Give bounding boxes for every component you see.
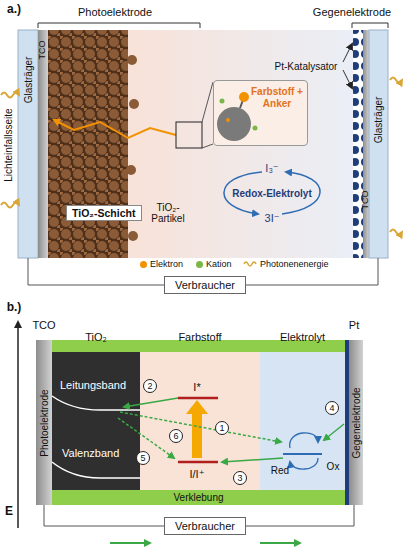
tco-band: TCOPhotoelektrode [36, 340, 52, 505]
counter-electrode-band: PtGegenelektrode [345, 340, 363, 505]
load-box: Verbraucher [164, 276, 246, 294]
legend-swatch [196, 261, 203, 268]
part-name: Lichteinfallsseite [3, 108, 14, 181]
part-name: TCO [38, 41, 48, 60]
ion-label: 3I⁻ [265, 212, 280, 224]
part-name: Photoelektrode [78, 6, 152, 18]
node-text: Verklebung [52, 490, 345, 505]
axis-label: E [5, 505, 13, 518]
part-name: Pt-Katalysator [275, 61, 338, 72]
panel-letter: a.) [7, 3, 21, 16]
legend-text: Elektron [150, 259, 183, 269]
node-text: Photoelektrode [39, 389, 50, 456]
node-text: Pt [349, 319, 359, 331]
part-name: Glasträger [373, 97, 384, 144]
callout-number: 5 [136, 451, 150, 465]
layer-label-box: TiO₂-Schicht [66, 205, 142, 221]
node-text: Valenzband [62, 447, 119, 459]
node-text: Elektrolyt [280, 331, 325, 343]
node-text: TiO₂-Schicht [72, 207, 136, 219]
callout-number: 1 [215, 421, 229, 435]
wire [44, 505, 164, 526]
panel-letter: b.) [7, 301, 22, 314]
level-label: Red [271, 465, 289, 476]
node-text: Verbraucher [175, 520, 235, 532]
level-label: I* [193, 381, 200, 393]
legend-sample-space [244, 261, 260, 268]
ion-label: I₃⁻ [265, 162, 278, 174]
callout-number: 6 [169, 429, 183, 443]
load-box: Verbraucher [164, 517, 246, 535]
node-text: Farbstoff + Anker [250, 86, 304, 109]
node-text: TCO [32, 319, 55, 331]
legend-item: Kation [196, 258, 232, 270]
level-label: I/I⁺ [190, 468, 205, 480]
callout-number: 3 [233, 471, 247, 485]
node-text: Farbstoff [178, 331, 221, 343]
node-text: TiO₂ [85, 331, 107, 343]
callout-number: 4 [325, 401, 339, 415]
wire [246, 505, 354, 526]
part-name: Gegenelektrode [313, 6, 391, 18]
part-name: TiO₂-Partikel [144, 202, 192, 224]
legend-item: Photonenenergie [244, 258, 329, 270]
legend-item: Elektron [140, 258, 183, 270]
tio2-region: TiO₂LeitungsbandValenzband [52, 352, 140, 490]
legend-text: Photonenenergie [260, 259, 329, 269]
sealing-bar: Verklebung [52, 490, 345, 505]
zoom-inset: Farbstoff + Anker [213, 80, 308, 146]
level-label: Ox [327, 461, 340, 472]
part-name: Glasträger [23, 57, 34, 104]
legend-text: Kation [206, 259, 232, 269]
part-name: Redox-Elektrolyt [232, 188, 311, 199]
callout-number: 2 [143, 379, 157, 393]
legend-swatch [140, 261, 147, 268]
node-text: Leitungsband [60, 379, 126, 391]
part-name: TCO [361, 191, 371, 210]
node-text: Verbraucher [175, 279, 235, 291]
node-text: Gegenelektrode [351, 387, 362, 458]
